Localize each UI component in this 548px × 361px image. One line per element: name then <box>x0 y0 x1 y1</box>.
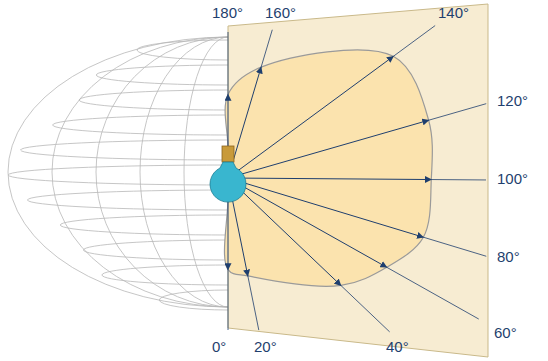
ray-arrow <box>228 178 431 180</box>
wireframe-line <box>159 290 228 310</box>
wireframe-solid <box>8 37 228 310</box>
angle-label: 80° <box>497 248 520 266</box>
wireframe-line <box>83 240 228 260</box>
wireframe-line <box>140 37 228 307</box>
wireframe-line <box>27 190 228 210</box>
ray-arrow <box>228 56 393 178</box>
leader-line <box>387 267 479 319</box>
rays <box>228 26 486 332</box>
angle-label: 20° <box>254 338 277 356</box>
wireframe-line <box>8 165 228 185</box>
angle-label: 160° <box>265 4 296 22</box>
angle-label: 0° <box>212 338 226 356</box>
wireframe-line <box>60 215 228 235</box>
intensity-curve <box>224 50 432 286</box>
angle-label: 60° <box>494 324 517 342</box>
wireframe-line <box>137 40 228 60</box>
leader-line <box>429 104 487 121</box>
angle-label: 120° <box>497 92 528 110</box>
leader-line <box>248 276 259 330</box>
angle-label: 40° <box>386 338 409 356</box>
wireframe-line <box>8 37 228 307</box>
angle-label: 100° <box>497 170 528 188</box>
wireframe-line <box>96 65 228 85</box>
leader-line <box>393 26 435 57</box>
wireframe-line <box>79 90 228 110</box>
wireframe-line <box>184 37 228 307</box>
bulb-glass <box>210 162 246 202</box>
leader-line <box>228 270 229 330</box>
leader-line <box>228 32 229 94</box>
wireframe-line <box>52 37 228 307</box>
leader-line <box>423 237 486 256</box>
light-bulb <box>210 146 246 202</box>
ray-arrow <box>228 120 429 178</box>
leader-line <box>341 285 390 331</box>
angle-label: 180° <box>212 4 243 22</box>
wireframe-line <box>21 140 228 160</box>
wireframe-line <box>53 115 228 135</box>
bulb-socket <box>222 146 234 162</box>
wireframe-line <box>102 265 228 285</box>
angle-label: 140° <box>438 4 469 22</box>
wireframe-line <box>96 37 228 307</box>
ray-arrow <box>228 178 341 285</box>
ray-arrow <box>228 178 423 237</box>
leader-line <box>431 179 486 180</box>
leader-line <box>261 30 272 67</box>
